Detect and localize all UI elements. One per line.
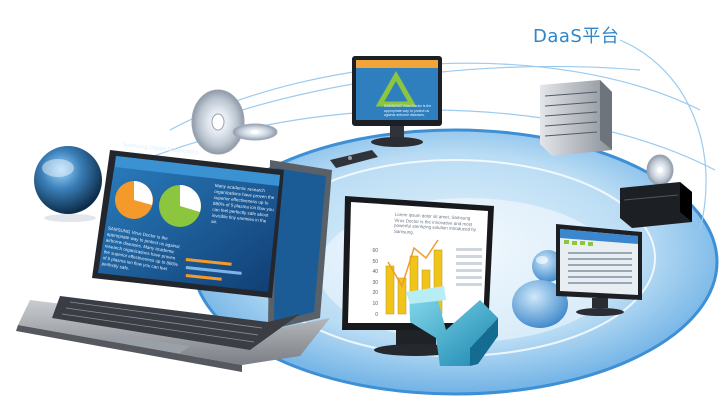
page-title: DaaS平台 [533, 26, 620, 47]
presentation-monitor-text: SAMSUNG Virus Doctor is the appropriate … [384, 104, 432, 117]
disc-drive-icon [620, 154, 692, 228]
laptop [16, 150, 332, 372]
globe-sphere-icon [34, 146, 102, 222]
y-tick: 10 [372, 300, 378, 307]
laptop-screen-text-right: Many academic research organizations hav… [210, 182, 275, 225]
chart-monitor-text: Lorem ipsum dolor sit amet, Samsung Viru… [393, 211, 477, 235]
y-tick: 30 [372, 279, 378, 286]
chart-y-axis: 60 50 40 30 20 10 0 [364, 246, 378, 318]
y-tick: 60 [372, 248, 378, 254]
y-tick: 20 [372, 290, 378, 297]
right-monitor [556, 224, 642, 316]
y-tick: 50 [372, 258, 378, 265]
server-tower [540, 80, 612, 156]
disc-icon [191, 89, 278, 155]
y-tick: 40 [372, 269, 378, 276]
remote-icon [330, 150, 378, 168]
chart-monitor [342, 196, 494, 356]
teal-connector-icon [406, 286, 498, 366]
top-monitor [352, 56, 442, 147]
y-tick: 0 [375, 311, 378, 318]
